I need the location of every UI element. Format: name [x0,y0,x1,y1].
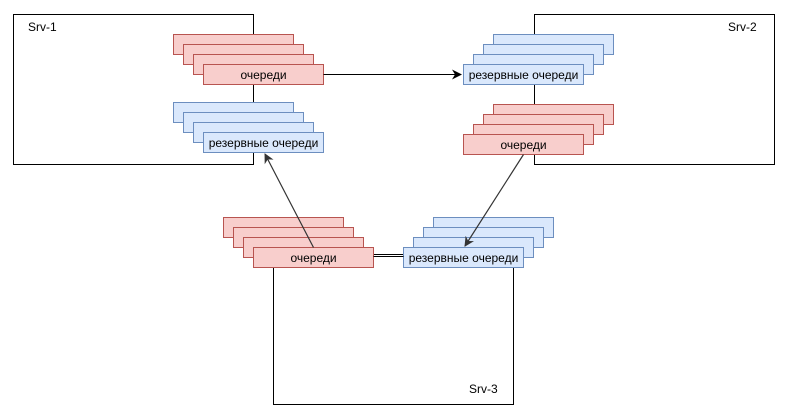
server-srv2-label: Srv-2 [728,20,757,34]
srv3-backup-queues-stack: резервные очереди [403,217,554,268]
srv3-queues-stack: очереди [223,217,374,268]
queue-label: очереди [290,251,336,265]
server-srv3-box [273,254,514,405]
srv1-queues-stack: очереди [173,34,324,85]
queue-label: очереди [240,68,286,82]
backup-queue-card[interactable] [403,247,524,268]
queue-label: очереди [500,138,546,152]
arrow-srv3-to-srv1[interactable] [264,153,315,248]
backup-queue-label: резервные очереди [409,251,519,265]
srv1-backup-queues-stack: резервные очереди [173,102,324,153]
backup-queue-label: резервные очереди [469,68,579,82]
arrow-srv2-to-srv3[interactable] [464,154,525,247]
backup-queue-card[interactable] [463,64,584,85]
backup-queue-card[interactable] [203,132,324,153]
server-srv1-label: Srv-1 [28,20,57,34]
backup-queue-label: резервные очереди [209,136,319,150]
srv2-queues-stack: очереди [463,104,614,155]
server-srv3-label: Srv-3 [469,382,498,396]
srv2-backup-queues-stack: резервные очереди [463,34,614,85]
